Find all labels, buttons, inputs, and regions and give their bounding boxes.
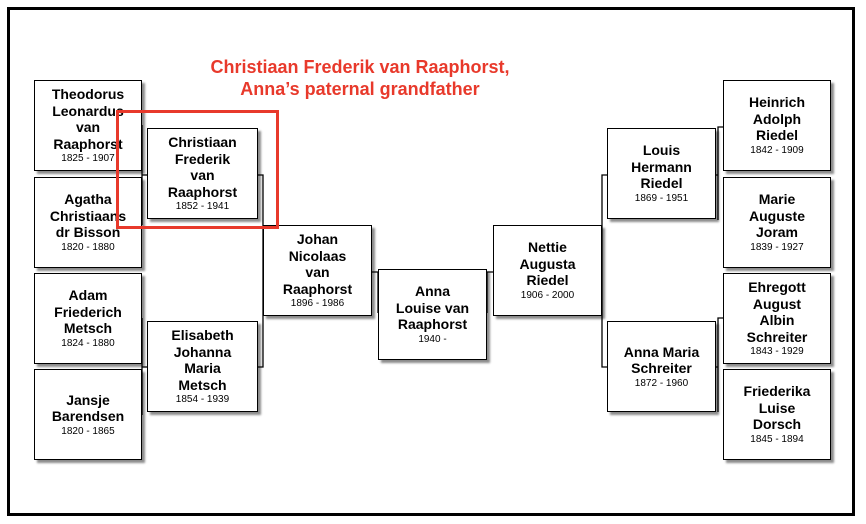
person-name: Marie Auguste Joram <box>749 191 805 241</box>
person-christiaan: Christiaan Frederik van Raaphorst 1852 -… <box>147 128 258 219</box>
person-dates: 1906 - 2000 <box>520 289 575 301</box>
person-elisabeth: Elisabeth Johanna Maria Metsch 1854 - 19… <box>147 321 258 412</box>
connector <box>601 174 607 368</box>
caption-line-2: Anna’s paternal grandfather <box>240 79 480 99</box>
person-marie: Marie Auguste Joram 1839 - 1927 <box>723 177 831 268</box>
person-louis: Louis Hermann Riedel 1869 - 1951 <box>607 128 716 219</box>
person-dates: 1940 - <box>418 333 447 345</box>
person-dates: 1839 - 1927 <box>750 241 804 253</box>
person-dates: 1872 - 1960 <box>634 377 689 389</box>
chart-frame <box>7 7 855 516</box>
person-heinrich: Heinrich Adolph Riedel 1842 - 1909 <box>723 80 831 171</box>
person-name: Theodorus Leonardus van Raaphorst <box>51 86 125 152</box>
person-annamaria: Anna Maria Schreiter 1872 - 1960 <box>607 321 716 412</box>
person-theodorus: Theodorus Leonardus van Raaphorst 1825 -… <box>34 80 142 171</box>
person-name: Anna Louise van Raaphorst <box>395 283 470 333</box>
person-name: Ehregott August Albin Schreiter <box>746 279 808 345</box>
person-name: Johan Nicolaas van Raaphorst <box>282 231 353 297</box>
person-name: Nettie Augusta Riedel <box>519 239 576 289</box>
person-name: Adam Friederich Metsch <box>54 287 122 337</box>
person-name: Friederika Luise Dorsch <box>743 383 811 433</box>
highlight-rectangle <box>116 110 279 229</box>
person-johan: Johan Nicolaas van Raaphorst 1896 - 1986 <box>263 225 372 316</box>
connector <box>717 317 723 412</box>
connector <box>717 126 723 220</box>
person-name: Jansje Barendsen <box>51 391 125 425</box>
person-jansje: Jansje Barendsen 1820 - 1865 <box>34 369 142 460</box>
person-name: Christiaan Frederik van Raaphorst <box>167 134 238 200</box>
person-dates: 1845 - 1894 <box>750 433 804 445</box>
person-dates: 1852 - 1941 <box>175 201 230 212</box>
connector <box>486 271 493 313</box>
person-dates: 1820 - 1880 <box>61 241 115 253</box>
person-name: Heinrich Adolph Riedel <box>748 94 805 144</box>
person-dates: 1824 - 1880 <box>61 337 115 349</box>
person-name: Elisabeth Johanna Maria Metsch <box>171 327 234 393</box>
person-adam: Adam Friederich Metsch 1824 - 1880 <box>34 273 142 364</box>
person-name: Agatha Christiaans dr Bisson <box>49 191 127 241</box>
caption-line-1: Christiaan Frederik van Raaphorst, <box>210 57 510 77</box>
person-name: Louis Hermann Riedel <box>631 142 692 192</box>
person-dates: 1842 - 1909 <box>750 144 804 156</box>
person-dates: 1869 - 1951 <box>634 192 689 204</box>
person-dates: 1843 - 1929 <box>750 346 804 357</box>
person-name: Anna Maria Schreiter <box>623 343 700 377</box>
person-anna: Anna Louise van Raaphorst 1940 - <box>378 269 487 360</box>
person-friederika: Friederika Luise Dorsch 1845 - 1894 <box>723 369 831 460</box>
person-dates: 1820 - 1865 <box>61 425 115 437</box>
person-ehregott: Ehregott August Albin Schreiter 1843 - 1… <box>723 273 831 364</box>
annotation-caption: Christiaan Frederik van Raaphorst, Anna’… <box>150 56 570 100</box>
person-agatha: Agatha Christiaans dr Bisson 1820 - 1880 <box>34 177 142 268</box>
person-dates: 1854 - 1939 <box>175 394 230 405</box>
person-dates: 1896 - 1986 <box>290 298 345 309</box>
person-nettie: Nettie Augusta Riedel 1906 - 2000 <box>493 225 602 316</box>
person-dates: 1825 - 1907 <box>61 153 115 164</box>
